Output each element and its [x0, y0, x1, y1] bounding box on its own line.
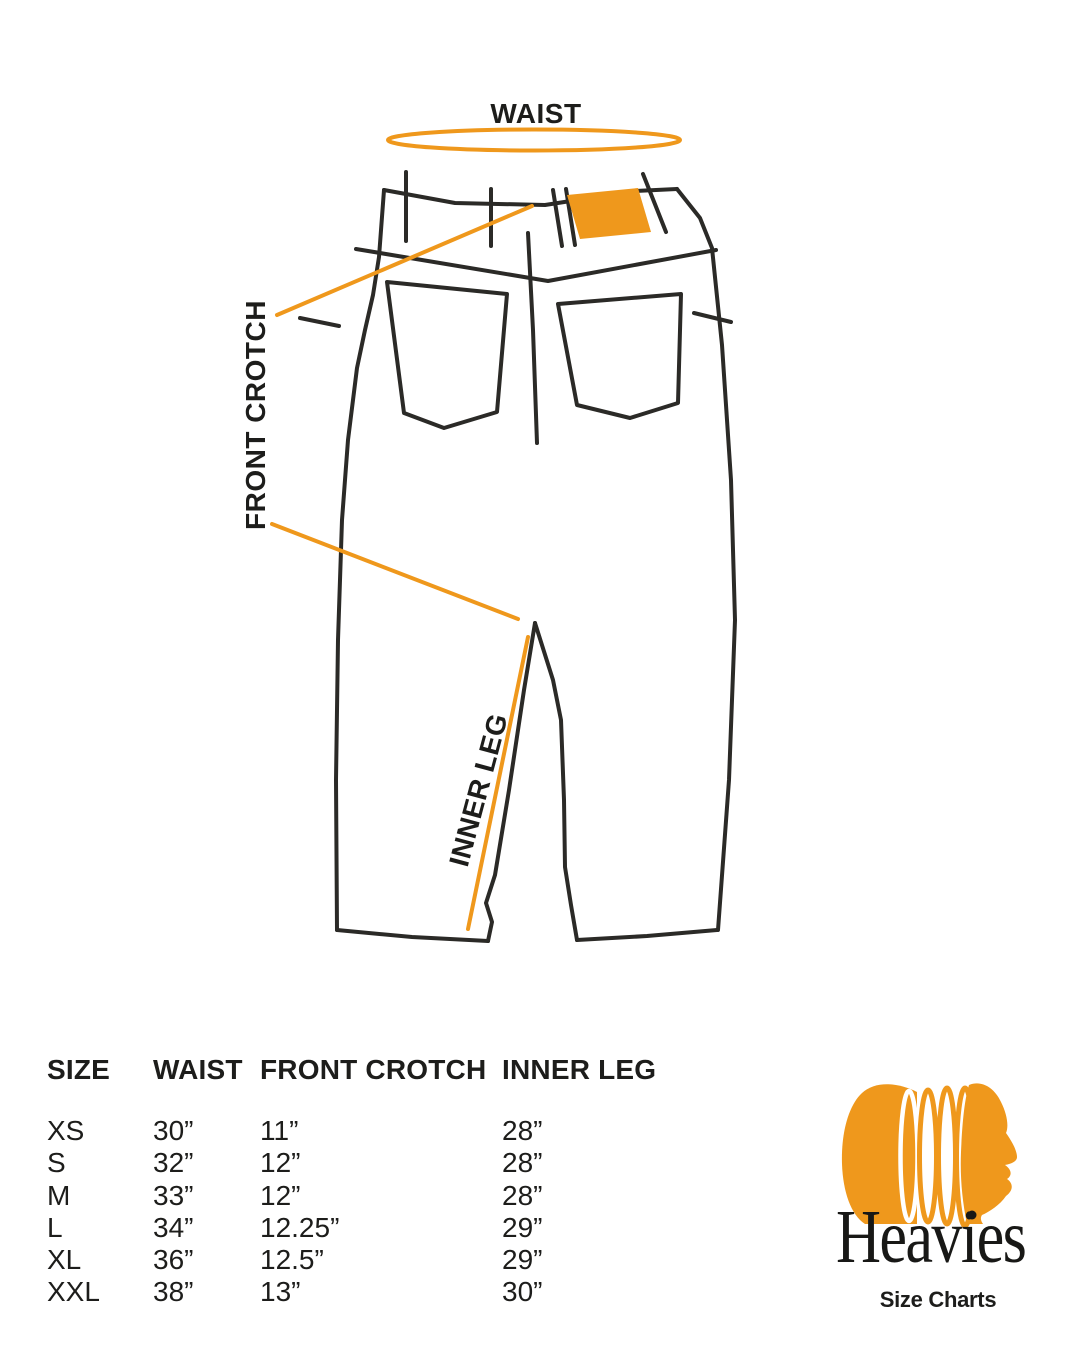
right-hem — [575, 928, 719, 942]
inner-leg-cell: 29” — [502, 1244, 543, 1276]
inner-leg-cell: 28” — [502, 1179, 543, 1211]
size-table-header: SIZE WAIST FRONT CROTCH INNER LEG — [47, 1053, 727, 1086]
waist-cell: 38” — [153, 1276, 194, 1308]
left-inseam — [484, 621, 537, 943]
heavies-logo-head — [841, 1083, 1017, 1229]
right-side-seam — [675, 187, 737, 932]
column-header-size: SIZE — [47, 1054, 111, 1085]
table-row: L 34” 12.25” 29” — [47, 1212, 727, 1244]
size-cell: M — [47, 1179, 71, 1211]
waist-cell: 36” — [153, 1244, 194, 1276]
size-cell: XL — [47, 1244, 82, 1276]
center-back-seam — [526, 231, 539, 445]
back-patch — [567, 188, 651, 239]
left-side-seam — [334, 188, 386, 932]
brand-tagline: Size Charts — [879, 1287, 997, 1312]
table-row: M 33” 12” 28” — [47, 1180, 727, 1212]
size-cell: XS — [47, 1115, 85, 1146]
head-face-shape — [960, 1083, 1017, 1224]
waist-cell: 33” — [153, 1179, 194, 1211]
table-row: XXL 38” 13” 30” — [47, 1276, 727, 1308]
size-table: SIZE WAIST FRONT CROTCH INNER LEG XS 30”… — [47, 1053, 727, 1309]
left-back-pocket — [385, 280, 509, 430]
head-back-shape — [841, 1084, 917, 1224]
belt-loop — [641, 172, 668, 234]
front-crotch-cell: 12.25” — [260, 1211, 340, 1243]
front-crotch-cell: 11” — [260, 1115, 299, 1146]
size-cell: L — [47, 1211, 63, 1243]
inner-leg-measure-line — [466, 635, 530, 931]
waist-label: WAIST — [490, 98, 582, 129]
measurement-annotations — [270, 127, 682, 931]
waist-cell: 34” — [153, 1211, 194, 1243]
front-crotch-cell: 12” — [260, 1147, 301, 1179]
table-row: XL 36” 12.5” 29” — [47, 1244, 727, 1276]
table-row: XS 30” 11” 28” — [47, 1115, 727, 1147]
front-crotch-cell: 12” — [260, 1179, 301, 1211]
belt-loop — [564, 187, 577, 247]
column-header-inner-leg: INNER LEG — [502, 1054, 657, 1085]
brand-wordmark: Heavies — [836, 1195, 1027, 1279]
right-inseam — [533, 621, 579, 942]
waist-cell: 30” — [153, 1115, 194, 1146]
size-table-body: XS 30” 11” 28” S 32” 12” 28” M 33” 12” 2… — [47, 1115, 727, 1309]
front-crotch-pointer-upper — [275, 204, 534, 317]
right-hip-tick — [692, 311, 733, 324]
right-back-pocket — [556, 292, 683, 420]
belt-loop — [551, 188, 564, 248]
size-cell: S — [47, 1147, 66, 1179]
table-row: S 32” 12” 28” — [47, 1147, 727, 1179]
waist-measure-ellipse — [386, 127, 682, 153]
left-hip-tick — [298, 316, 341, 328]
front-crotch-cell: 12.5” — [260, 1244, 324, 1276]
column-header-front-crotch: FRONT CROTCH — [260, 1054, 487, 1085]
inner-leg-cell: 28” — [502, 1147, 543, 1179]
size-cell: XXL — [47, 1276, 100, 1308]
front-crotch-cell: 13” — [260, 1276, 301, 1308]
jeans-outline — [298, 170, 737, 943]
left-hem — [335, 928, 490, 943]
inner-leg-cell: 28” — [502, 1115, 543, 1146]
column-header-waist: WAIST — [153, 1054, 243, 1085]
front-crotch-pointer-lower — [270, 522, 520, 621]
waist-cell: 32” — [153, 1147, 194, 1179]
yoke-seam — [354, 247, 718, 283]
inner-leg-cell: 29” — [502, 1211, 543, 1243]
inner-leg-cell: 30” — [502, 1276, 543, 1308]
front-crotch-label: FRONT CROTCH — [240, 300, 271, 530]
earring-dot — [967, 1210, 977, 1220]
